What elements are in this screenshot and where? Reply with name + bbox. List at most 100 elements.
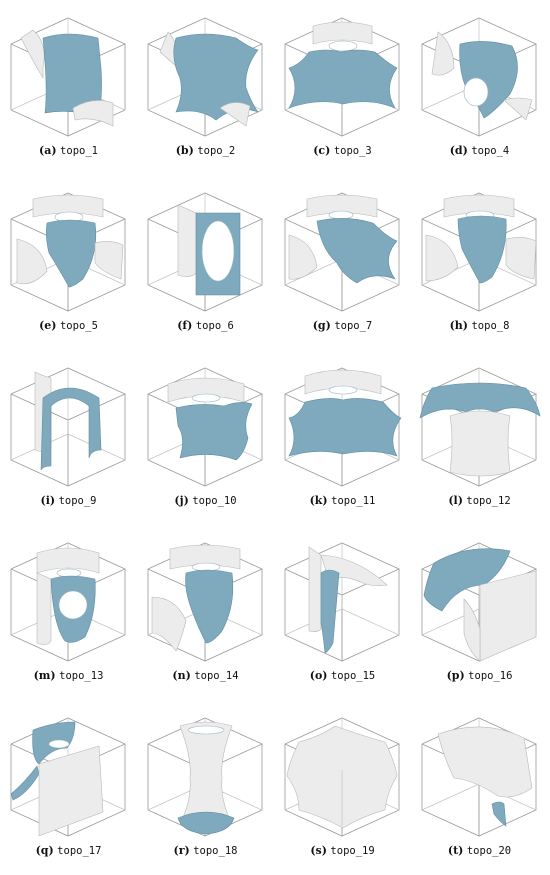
subfigure-label: (e) [39,319,57,332]
subfigure-label: (j) [174,494,189,507]
subfigure-caption: (c) topo_3 [274,144,411,157]
subfigure-topo-10: (j) topo_10 [137,350,274,525]
subfigure-label: (b) [175,144,194,157]
surface-render [10,717,126,837]
subfigure-label: (d) [449,144,468,157]
subfigure-topo-17: (q) topo_17 [0,700,137,875]
subfigure-label: (o) [309,669,328,682]
subfigure-name: topo_18 [193,845,238,857]
surface-render [421,192,537,312]
surface-render [10,17,126,137]
surface-render [10,192,126,312]
surface-render [421,542,537,662]
subfigure-label: (m) [33,669,56,682]
subfigure-label: (p) [446,669,465,682]
subfigure-caption: (g) topo_7 [274,319,411,332]
subfigure-name: topo_11 [331,495,376,507]
subfigure-topo-4: (d) topo_4 [411,0,548,175]
subfigure-label: (l) [448,494,463,507]
subfigure-label: (s) [310,844,327,857]
surface-render [147,542,263,662]
subfigure-topo-15: (o) topo_15 [274,525,411,700]
subfigure-name: topo_7 [334,320,373,332]
subfigure-topo-20: (t) topo_20 [411,700,548,875]
subfigure-name: topo_4 [471,145,510,157]
surface-render [284,717,400,837]
subfigure-topo-14: (n) topo_14 [137,525,274,700]
subfigure-name: topo_5 [59,320,98,332]
subfigure-name: topo_2 [197,145,236,157]
subfigure-caption: (r) topo_18 [137,844,274,857]
subfigure-topo-11: (k) topo_11 [274,350,411,525]
subfigure-caption: (b) topo_2 [137,144,274,157]
subfigure-name: topo_6 [195,320,234,332]
subfigure-topo-19: (s) topo_19 [274,700,411,875]
subfigure-caption: (h) topo_8 [411,319,548,332]
surface-render [147,17,263,137]
subfigure-caption: (s) topo_19 [274,844,411,857]
subfigure-name: topo_8 [471,320,510,332]
subfigure-name: topo_10 [192,495,237,507]
subfigure-label: (h) [449,319,468,332]
subfigure-label: (i) [40,494,56,507]
subfigure-topo-9: (i) topo_9 [0,350,137,525]
subfigure-label: (n) [172,669,191,682]
subfigure-label: (g) [312,319,331,332]
surface-render [147,192,263,312]
subfigure-name: topo_15 [330,670,376,682]
subfigure-caption: (m) topo_13 [0,669,137,682]
subfigure-topo-16: (p) topo_16 [411,525,548,700]
subfigure-label: (r) [173,844,190,857]
subfigure-caption: (a) topo_1 [0,144,137,157]
subfigure-caption: (e) topo_5 [0,319,137,332]
subfigure-topo-18: (r) topo_18 [137,700,274,875]
subfigure-name: topo_20 [466,845,512,857]
surface-render [421,717,537,837]
surface-render [421,17,537,137]
subfigure-topo-1: (a) topo_1 [0,0,137,175]
subfigure-topo-13: (m) topo_13 [0,525,137,700]
surface-render [147,717,263,837]
surface-render [284,542,400,662]
subfigure-name: topo_3 [333,145,372,157]
surface-render [10,542,126,662]
subfigure-caption: (f) topo_6 [137,319,274,332]
subfigure-label: (f) [177,319,193,332]
subfigure-name: topo_16 [468,670,513,682]
subfigure-topo-6: (f) topo_6 [137,175,274,350]
subfigure-label: (t) [447,844,464,857]
subfigure-caption: (d) topo_4 [411,144,548,157]
subfigure-name: topo_13 [59,670,104,682]
surface-render [284,17,400,137]
subfigure-caption: (n) topo_14 [137,669,274,682]
surface-render [284,367,402,487]
subfigure-name: topo_1 [60,145,98,157]
subfigure-topo-5: (e) topo_5 [0,175,137,350]
subfigure-caption: (i) topo_9 [0,494,137,507]
surface-render [284,192,400,312]
subfigure-caption: (q) topo_17 [0,844,137,857]
subfigure-caption: (j) topo_10 [137,494,274,507]
subfigure-caption: (p) topo_16 [411,669,548,682]
subfigure-name: topo_14 [194,670,239,682]
subfigure-topo-8: (h) topo_8 [411,175,548,350]
subfigure-caption: (k) topo_11 [274,494,411,507]
subfigure-caption: (t) topo_20 [411,844,548,857]
surface-render [419,367,541,487]
subfigure-caption: (l) topo_12 [411,494,548,507]
subfigure-name: topo_19 [330,845,375,857]
subfigure-label: (a) [39,144,57,157]
surface-render [147,367,263,487]
subfigure-topo-2: (b) topo_2 [137,0,274,175]
subfigure-caption: (o) topo_15 [274,669,411,682]
subfigure-topo-7: (g) topo_7 [274,175,411,350]
subfigure-topo-3: (c) topo_3 [274,0,411,175]
subfigure-label: (c) [313,144,331,157]
subfigure-name: topo_9 [58,495,97,507]
subfigure-topo-12: (l) topo_12 [411,350,548,525]
subfigure-name: topo_12 [466,495,511,507]
subfigure-name: topo_17 [57,845,102,857]
subfigure-label: (k) [309,494,328,507]
subfigure-label: (q) [35,844,54,857]
